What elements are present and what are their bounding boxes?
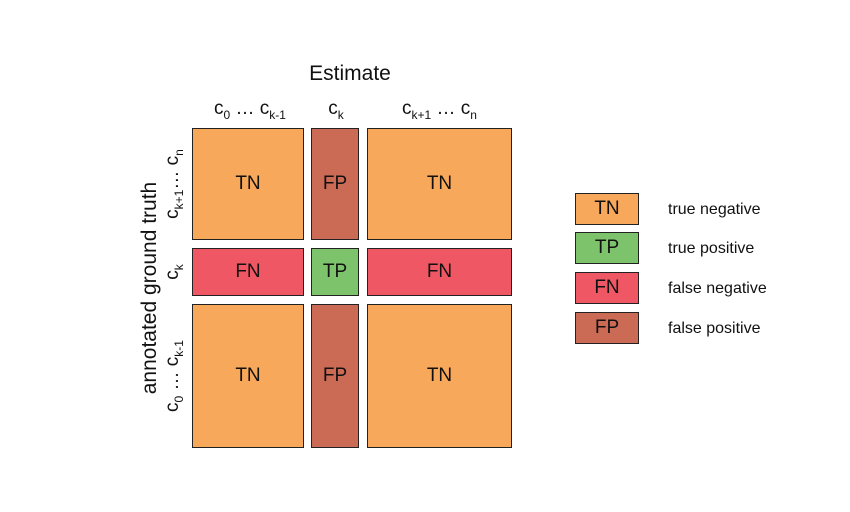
cell-top-right: TN <box>367 128 512 240</box>
legend-swatch-tp: TP <box>575 232 639 264</box>
legend-swatch-fp: FP <box>575 312 639 344</box>
cell-mid-left: FN <box>192 248 304 296</box>
column-label-mid: ck <box>328 98 344 122</box>
row-label-mid: ck <box>162 264 186 280</box>
cell-top-mid: FP <box>311 128 359 240</box>
cell-mid-right: FN <box>367 248 512 296</box>
cell-bottom-right: TN <box>367 304 512 448</box>
cell-top-left: TN <box>192 128 304 240</box>
legend-swatch-fn: FN <box>575 272 639 304</box>
legend-label-fn: false negative <box>668 280 767 297</box>
y-axis-label: annotated ground truth <box>138 181 161 395</box>
column-label-right: ck+1 … cn <box>402 98 477 122</box>
row-label-bottom: c0 … ck-1 <box>162 340 186 412</box>
cell-bottom-left: TN <box>192 304 304 448</box>
cell-bottom-mid: FP <box>311 304 359 448</box>
column-label-left: c0 … ck-1 <box>214 98 286 122</box>
diagram-title: Estimate <box>309 62 391 85</box>
row-label-top: ck+1… cn <box>162 149 186 219</box>
legend-label-fp: false positive <box>668 320 761 337</box>
cell-mid-mid: TP <box>311 248 359 296</box>
legend-label-tn: true negative <box>668 201 761 218</box>
legend-label-tp: true positive <box>668 240 755 257</box>
legend-swatch-tn: TN <box>575 193 639 225</box>
